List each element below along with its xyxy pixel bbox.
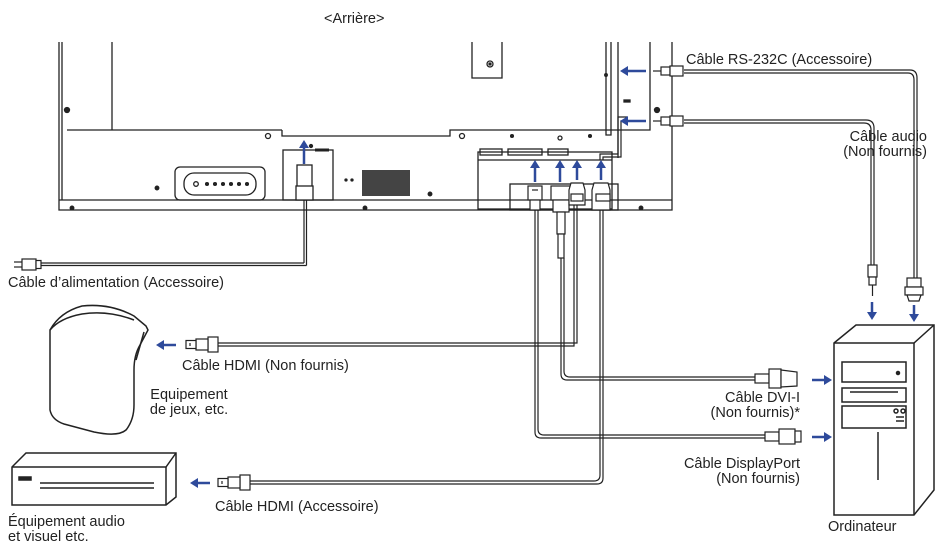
arrow-down-rs232c [909, 305, 919, 322]
computer-label: Ordinateur [828, 519, 897, 535]
rear-view-title: <Arrière> [324, 11, 385, 27]
displayport-cable-label-line1: Câble DisplayPort [683, 456, 800, 472]
av-equipment-illustration [11, 452, 177, 506]
arrow-left-games [156, 340, 176, 350]
arrow-right-dvi [812, 375, 832, 385]
cables [40, 69, 918, 485]
arrow-up-hdmi2 [596, 160, 606, 180]
arrow-left-rs232c [620, 66, 646, 76]
av-equipment-label: Équipement audio et visuel etc. [8, 515, 125, 545]
audio-cable-label: Câble audio (Non fournis) [700, 130, 927, 160]
power-cable-label: Câble d’alimentation (Accessoire) [8, 275, 224, 291]
audio-cable-label-line1: Câble audio [849, 129, 927, 145]
displayport-cable-label-line2: (Non fournis) [716, 471, 800, 487]
game-equipment-illustration [49, 304, 149, 435]
arrow-right-dp [812, 432, 832, 442]
monitor-rear-panel [58, 42, 673, 211]
game-equipment-label-line2: de jeux, etc. [149, 402, 229, 418]
arrow-up-power [299, 140, 309, 164]
game-equipment-label: Equipement de jeux, etc. [137, 388, 241, 418]
computer-illustration [833, 324, 935, 516]
arrow-up-dp [530, 160, 540, 182]
dvi-cable-label: Câble DVI-I (Non fournis)* [640, 391, 800, 421]
plugs [14, 65, 924, 491]
arrow-left-audio [620, 116, 646, 126]
displayport-cable-label: Câble DisplayPort (Non fournis) [620, 457, 800, 487]
dvi-cable-label-line2: (Non fournis)* [710, 405, 800, 421]
arrow-down-audio [867, 302, 877, 320]
audio-cable-label-line2: (Non fournis) [843, 144, 927, 160]
rs232c-cable-label: Câble RS-232C (Accessoire) [686, 52, 873, 68]
av-equipment-label-line1: Équipement audio [8, 514, 125, 530]
arrow-left-av [190, 478, 210, 488]
connection-arrows [156, 66, 919, 488]
dvi-cable-label-line1: Câble DVI-I [725, 390, 800, 406]
hdmi-av-cable-label: Câble HDMI (Accessoire) [215, 499, 379, 515]
arrow-up-hdmi1 [572, 160, 582, 180]
hdmi-games-cable-label: Câble HDMI (Non fournis) [182, 358, 349, 374]
av-equipment-label-line2: et visuel etc. [8, 529, 89, 545]
arrow-up-dvi [555, 160, 565, 182]
game-equipment-label-line1: Equipement [150, 387, 228, 403]
